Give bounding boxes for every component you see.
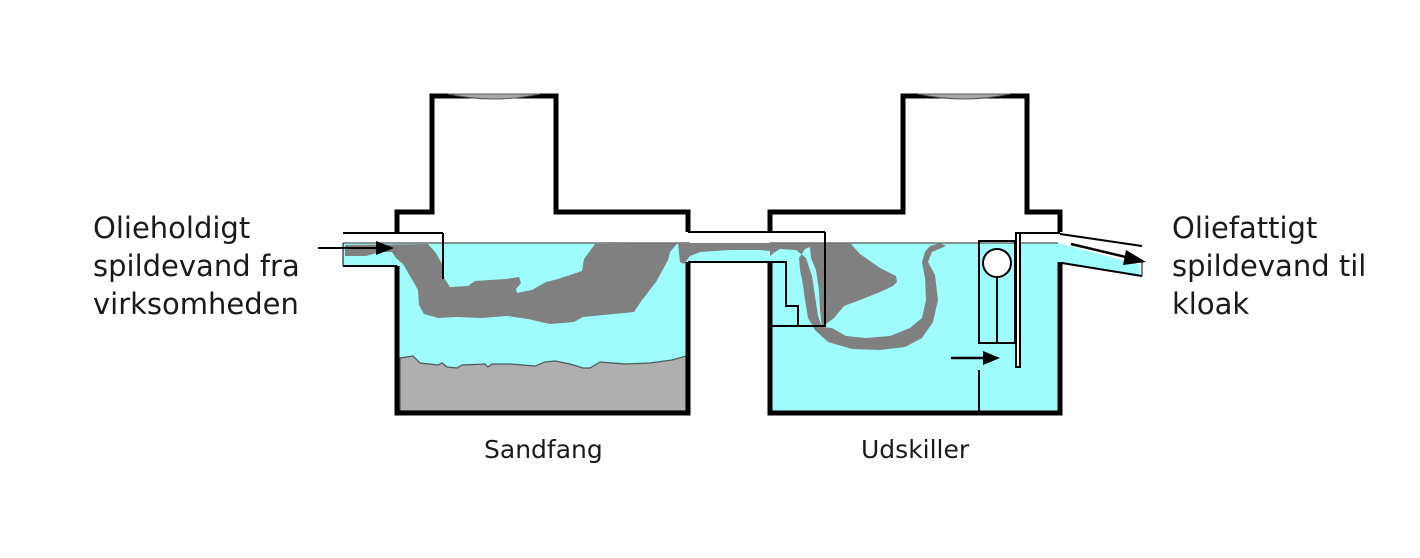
sandfang-tank: [342, 93, 691, 416]
inlet-label-line: virksomheden: [93, 287, 299, 321]
float-valve-icon: [982, 248, 1012, 278]
udskiller-tank: [767, 93, 1143, 416]
outlet-label-line: kloak: [1172, 287, 1250, 321]
outlet-arrow-icon: [1070, 242, 1146, 265]
sandfang-oil: [345, 243, 678, 324]
connecting-pipe-oil: [678, 243, 800, 264]
inlet-dip-pipe: [770, 232, 826, 327]
sandfang-label: Sandfang: [484, 435, 603, 464]
outlet-baffle: [1015, 232, 1021, 368]
udskiller-label: Udskiller: [861, 435, 970, 464]
manhole-lid-udskiller-icon: [917, 93, 1011, 100]
inlet-label-line: spildevand fra: [93, 249, 300, 283]
outlet-pipe-top: [1059, 233, 1143, 247]
outlet-label-line: Oliefattigt: [1172, 211, 1318, 245]
manhole-lid-sandfang-icon: [447, 93, 541, 100]
sandfang-sediment: [399, 355, 687, 412]
separator-flow-arrow-icon: [951, 351, 1000, 365]
udskiller-oil: [770, 243, 946, 350]
outlet-label-line: spildevand til: [1172, 249, 1367, 283]
inlet-arrow-icon: [318, 241, 394, 255]
outlet-pipe-bottom: [1061, 262, 1143, 277]
outlet-label: Oliefattigt spildevand til kloak: [1172, 209, 1366, 323]
inlet-label-line: Olieholdigt: [93, 211, 251, 245]
inlet-label: Olieholdigt spildevand fra virksomheden: [93, 209, 300, 323]
connecting-pipe: [678, 231, 825, 264]
